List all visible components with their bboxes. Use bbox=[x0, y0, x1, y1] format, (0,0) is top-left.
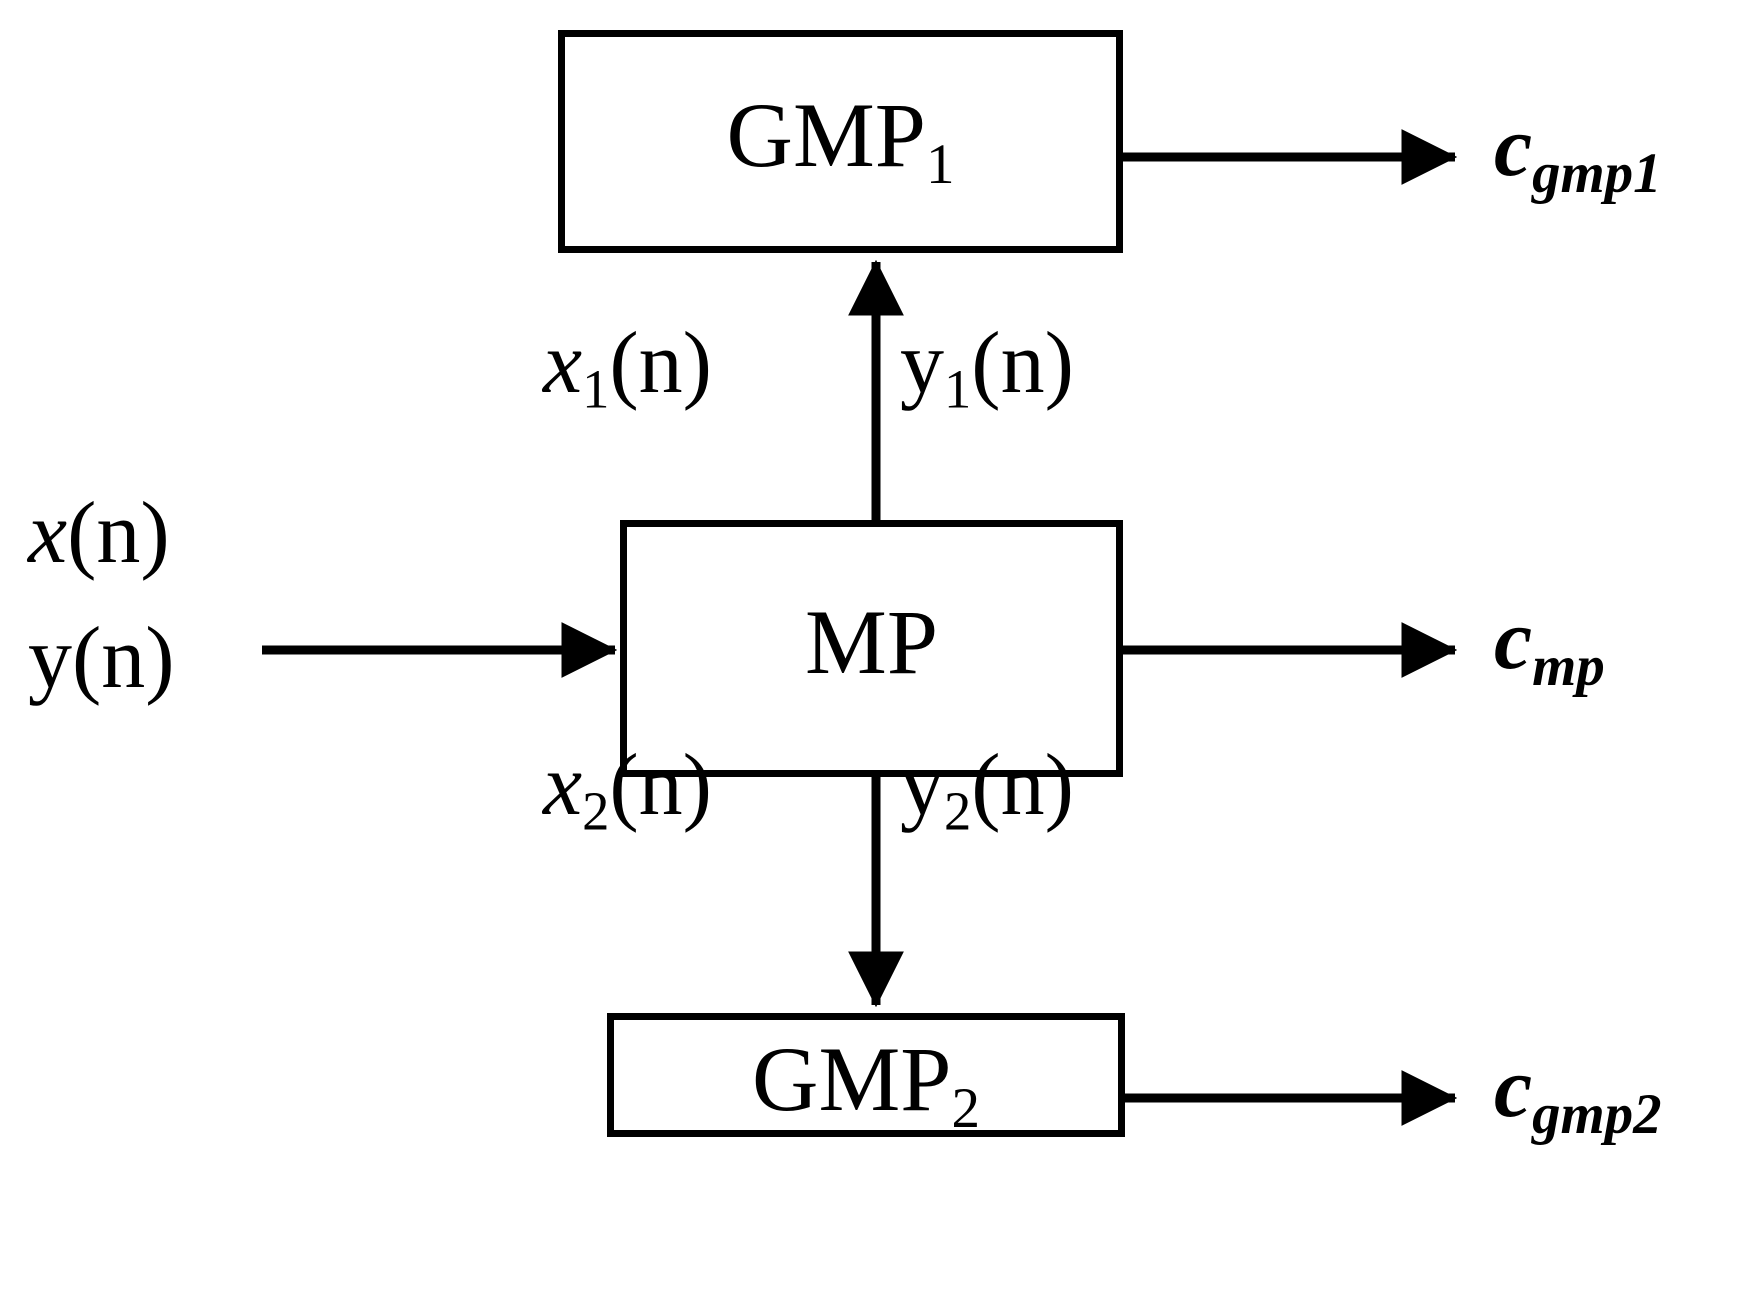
output-label-c-gmp2: cgmp2 bbox=[1494, 1039, 1662, 1147]
input-signal-y: y(n) bbox=[28, 610, 175, 707]
signal-y1: y1(n) bbox=[900, 315, 1074, 420]
block-mp-label: MP bbox=[805, 591, 938, 694]
input-signal-x: x(n) bbox=[28, 485, 170, 582]
signal-x1: x1(n) bbox=[543, 315, 712, 420]
block-gmp1-label: GMP1 bbox=[726, 84, 955, 197]
output-label-c-mp: cmp bbox=[1494, 591, 1605, 699]
block-mp[interactable]: MP bbox=[620, 520, 1123, 777]
block-gmp1[interactable]: GMP1 bbox=[558, 30, 1123, 253]
signal-x2: x2(n) bbox=[543, 737, 712, 842]
signal-y2: y2(n) bbox=[900, 737, 1074, 842]
output-label-c-gmp1: cgmp1 bbox=[1494, 98, 1662, 206]
block-gmp2[interactable]: GMP2 bbox=[607, 1013, 1125, 1137]
block-gmp2-label: GMP2 bbox=[752, 1027, 980, 1141]
